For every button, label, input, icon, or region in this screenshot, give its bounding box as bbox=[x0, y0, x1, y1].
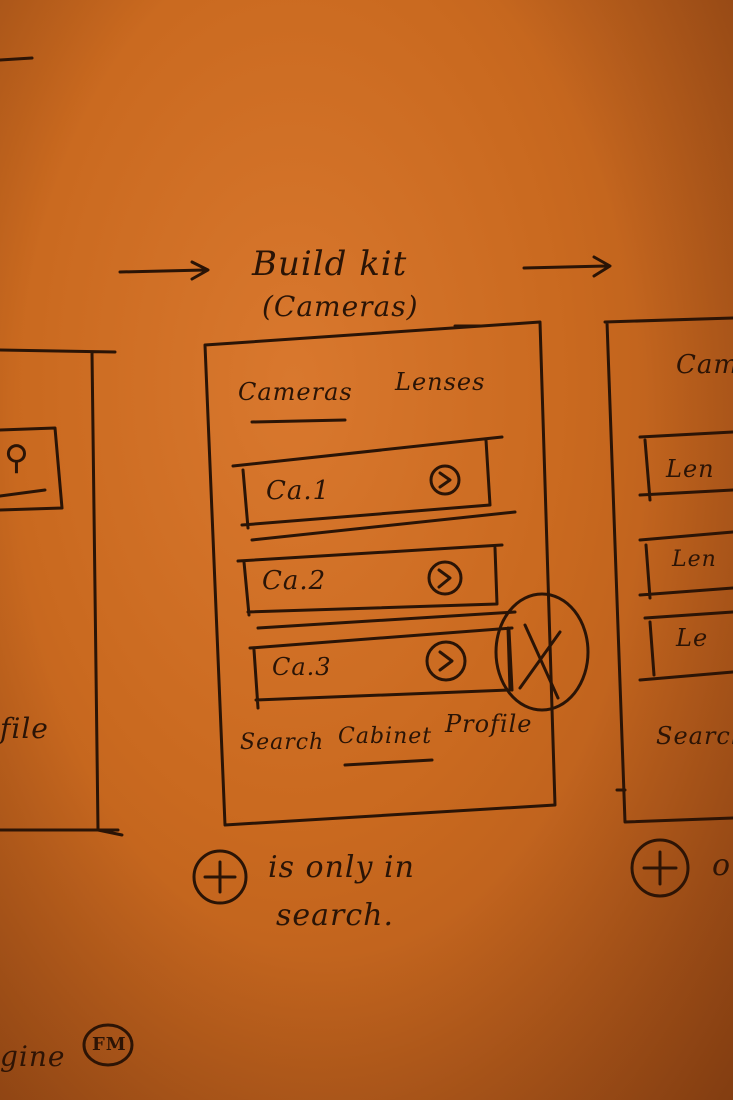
plus-circle bbox=[192, 849, 248, 905]
top-left-dash bbox=[0, 56, 34, 62]
right-nav-fragment: Search bbox=[656, 722, 733, 750]
list-item-2[interactable]: Ca.2 bbox=[262, 566, 327, 596]
tab-underline bbox=[250, 418, 347, 424]
right-note-fragment: o bbox=[712, 848, 732, 883]
middle-screen-frame bbox=[203, 320, 557, 827]
right-item-3: Le bbox=[676, 624, 709, 652]
right-tab-fragment: Cam bbox=[676, 350, 733, 380]
nav-underline bbox=[343, 758, 434, 767]
left-search-icon: ⚲ bbox=[4, 438, 30, 478]
nav-cabinet[interactable]: Cabinet bbox=[338, 724, 433, 749]
tab-cameras[interactable]: Cameras bbox=[238, 378, 353, 406]
note-line-2: search. bbox=[276, 898, 395, 933]
left-screen-frame bbox=[0, 348, 124, 837]
screen-subheading: (Cameras) bbox=[262, 290, 419, 323]
left-nav-fragment: file bbox=[0, 712, 49, 745]
badge-circle bbox=[82, 1023, 134, 1067]
item-box-2 bbox=[236, 543, 517, 630]
list-item-3[interactable]: Ca.3 bbox=[272, 653, 332, 681]
bottom-left-fragment: gine bbox=[0, 1040, 66, 1073]
left-search-box bbox=[0, 426, 64, 512]
note-line-1: is only in bbox=[268, 850, 415, 885]
item-box-1 bbox=[231, 435, 517, 542]
arrow-1 bbox=[118, 260, 210, 281]
nav-profile[interactable]: Profile bbox=[445, 710, 533, 738]
arrow-2 bbox=[522, 255, 612, 278]
circled-x bbox=[494, 592, 590, 712]
right-item-1: Len bbox=[666, 455, 715, 483]
list-item-1[interactable]: Ca.1 bbox=[266, 476, 331, 506]
tab-lenses[interactable]: Lenses bbox=[395, 368, 486, 396]
nav-search[interactable]: Search bbox=[240, 730, 325, 755]
right-screen-frame bbox=[603, 316, 733, 824]
right-item-2: Len bbox=[672, 547, 717, 572]
item-box-3 bbox=[248, 626, 514, 710]
badge-label: FM bbox=[92, 1034, 127, 1055]
screen-heading: Build kit bbox=[252, 244, 408, 284]
